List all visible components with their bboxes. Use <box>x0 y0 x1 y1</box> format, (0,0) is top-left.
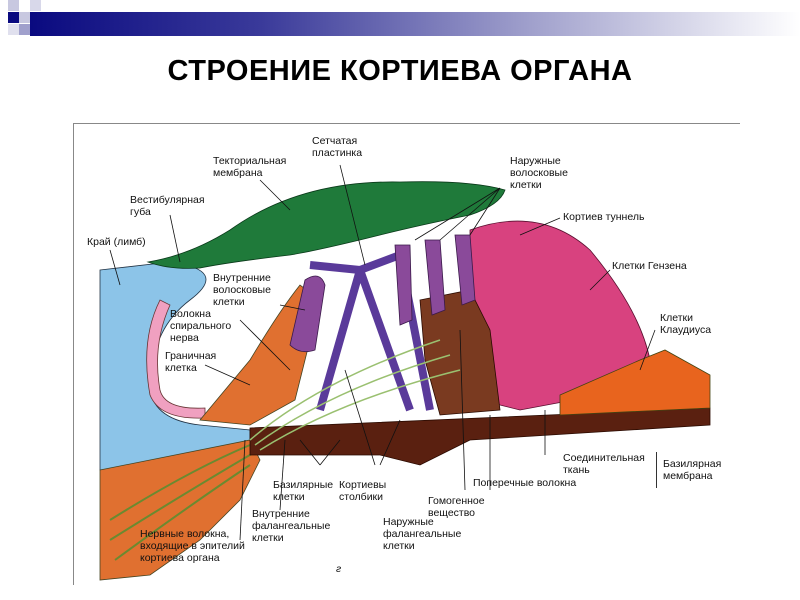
label-tunnel: Кортиев туннель <box>563 211 645 223</box>
label-basilar-membrane: Базилярная мембрана <box>663 458 722 482</box>
bracket-line <box>656 452 657 488</box>
label-inner-hair-cells: Внутренние волосковые клетки <box>213 272 271 308</box>
leader-lines <box>109 164 656 541</box>
figure-letter: г <box>336 563 342 575</box>
decor-square <box>19 12 30 23</box>
label-pillars: Кортиевы столбики <box>339 479 387 503</box>
label-outer-hair-cells: Наружные волосковые клетки <box>510 155 568 191</box>
nerve-fibers <box>249 339 461 451</box>
claudius-cells <box>559 349 711 416</box>
inner-hair-cell <box>289 275 326 353</box>
header-gradient-bar <box>30 12 800 36</box>
label-transverse-fibers: Поперечные волокна <box>473 477 577 489</box>
corti-pillars <box>309 251 434 412</box>
tectorial-membrane <box>146 181 506 269</box>
slide-title: СТРОЕНИЕ КОРТИЕВА ОРГАНА <box>167 55 633 87</box>
outer-hair-cell <box>394 244 413 326</box>
frame-border <box>73 123 74 585</box>
label-tectorial-membrane: Текториальная мембрана <box>213 155 287 179</box>
label-vestibular-lip: Вестибулярная губа <box>130 194 205 218</box>
label-outer-phalangeal: Наружные фалангеальные клетки <box>383 516 462 552</box>
frame-border <box>73 123 740 124</box>
label-basilar-cells: Базилярные клетки <box>273 479 334 503</box>
label-homogeneous-substance: Гомогенное вещество <box>428 495 485 519</box>
label-spiral-nerve-fibers: Волокна спирального нерва <box>170 308 232 344</box>
label-hensen-cells: Клетки Гензена <box>612 260 687 272</box>
label-limbus: Край (лимб) <box>87 236 146 248</box>
inner-sulcus-cells <box>146 299 206 419</box>
label-claudius-cells: Клетки Клаудиуса <box>660 312 712 336</box>
basilar-membrane <box>249 407 711 466</box>
decor-square <box>8 24 19 35</box>
outer-hair-cell <box>424 239 446 316</box>
label-reticular-lamina: Сетчатая пластинка <box>312 135 363 159</box>
decor-square <box>19 24 30 35</box>
outer-hair-cell <box>454 234 476 306</box>
label-nerve-fibers-entering: Нервные волокна, входящие в эпителий кор… <box>140 528 245 564</box>
decor-square <box>8 12 19 23</box>
decor-square <box>30 0 41 11</box>
label-connective-tissue: Соединительная ткань <box>563 452 645 476</box>
label-inner-phalangeal: Внутренние фалангеальные клетки <box>252 508 331 544</box>
decor-square <box>8 0 19 11</box>
label-border-cell: Граничная клетка <box>165 350 217 374</box>
